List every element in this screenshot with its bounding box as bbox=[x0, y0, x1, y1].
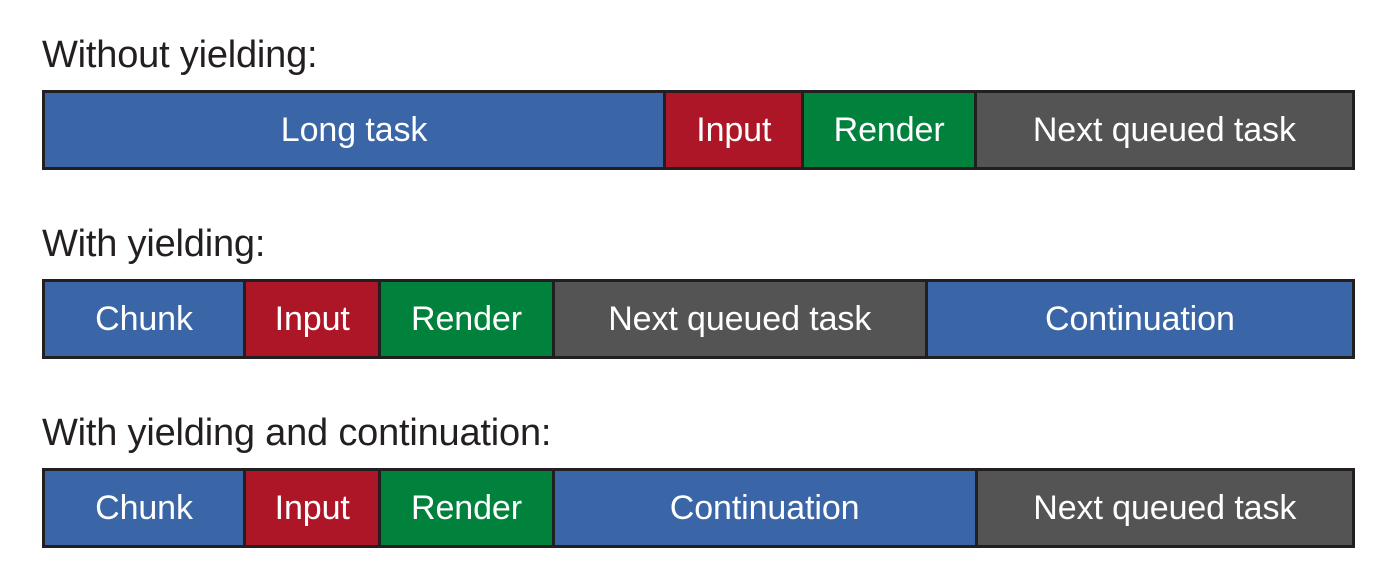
timeline-bar-with-yielding: Chunk Input Render Next queued task Continua… bbox=[42, 279, 1355, 359]
timeline-row-with-yielding-and-continuation: With yielding and continuation: Chunk Inp… bbox=[42, 408, 1355, 548]
timeline-segment-label: Next queued task bbox=[608, 300, 872, 338]
row-label-with-yielding: With yielding: bbox=[42, 223, 266, 265]
timeline-segment-label: Next queued task bbox=[1032, 111, 1296, 149]
timeline-segment: Next queued task bbox=[554, 282, 928, 356]
timeline-segment: Next queued task bbox=[977, 471, 1352, 545]
timeline-bar-with-yielding-and-continuation: Chunk Input Render Continuation Next queued … bbox=[42, 468, 1355, 548]
timeline-segment: Render bbox=[381, 282, 555, 356]
timeline-segment-label: Long task bbox=[280, 111, 428, 149]
timeline-row-without-yielding: Without yielding: Long task Input Render Ne… bbox=[42, 30, 1355, 170]
timeline-segment-label: Chunk bbox=[95, 300, 193, 338]
row-label-without-yielding: Without yielding: bbox=[42, 34, 318, 76]
timeline-segment: Input bbox=[246, 282, 382, 356]
timeline-segment-label: Render bbox=[833, 111, 945, 149]
timeline-segment-label: Input bbox=[274, 300, 350, 338]
row-label-with-yielding-and-continuation: With yielding and continuation: bbox=[42, 412, 552, 454]
timeline-segment: Chunk bbox=[45, 471, 247, 545]
timeline-segment: Next queued task bbox=[976, 93, 1352, 167]
timeline-segment: Continuation bbox=[554, 471, 978, 545]
timeline-segment: Input bbox=[666, 93, 805, 167]
timeline-segment-label: Chunk bbox=[95, 489, 193, 527]
timeline-segment: Input bbox=[246, 471, 382, 545]
timeline-segment: Chunk bbox=[45, 282, 247, 356]
timeline-segment-label: Render bbox=[411, 300, 522, 338]
timeline-row-with-yielding: With yielding: Chunk Input Render Next queu… bbox=[42, 219, 1355, 359]
timeline-segment-label: Next queued task bbox=[1033, 489, 1297, 527]
timeline-segment-label: Continuation bbox=[1045, 300, 1235, 338]
timeline-segment: Long task bbox=[45, 93, 667, 167]
timeline-segment: Render bbox=[804, 93, 977, 167]
timeline-segment-label: Continuation bbox=[669, 489, 860, 527]
timeline-segment-label: Input bbox=[274, 489, 350, 527]
timeline-bar-without-yielding: Long task Input Render Next queued task bbox=[42, 90, 1355, 170]
timeline-segment-label: Render bbox=[411, 489, 522, 527]
timeline-segment: Continuation bbox=[927, 282, 1352, 356]
timeline-segment: Render bbox=[381, 471, 555, 545]
timeline-segment-label: Input bbox=[696, 111, 772, 149]
